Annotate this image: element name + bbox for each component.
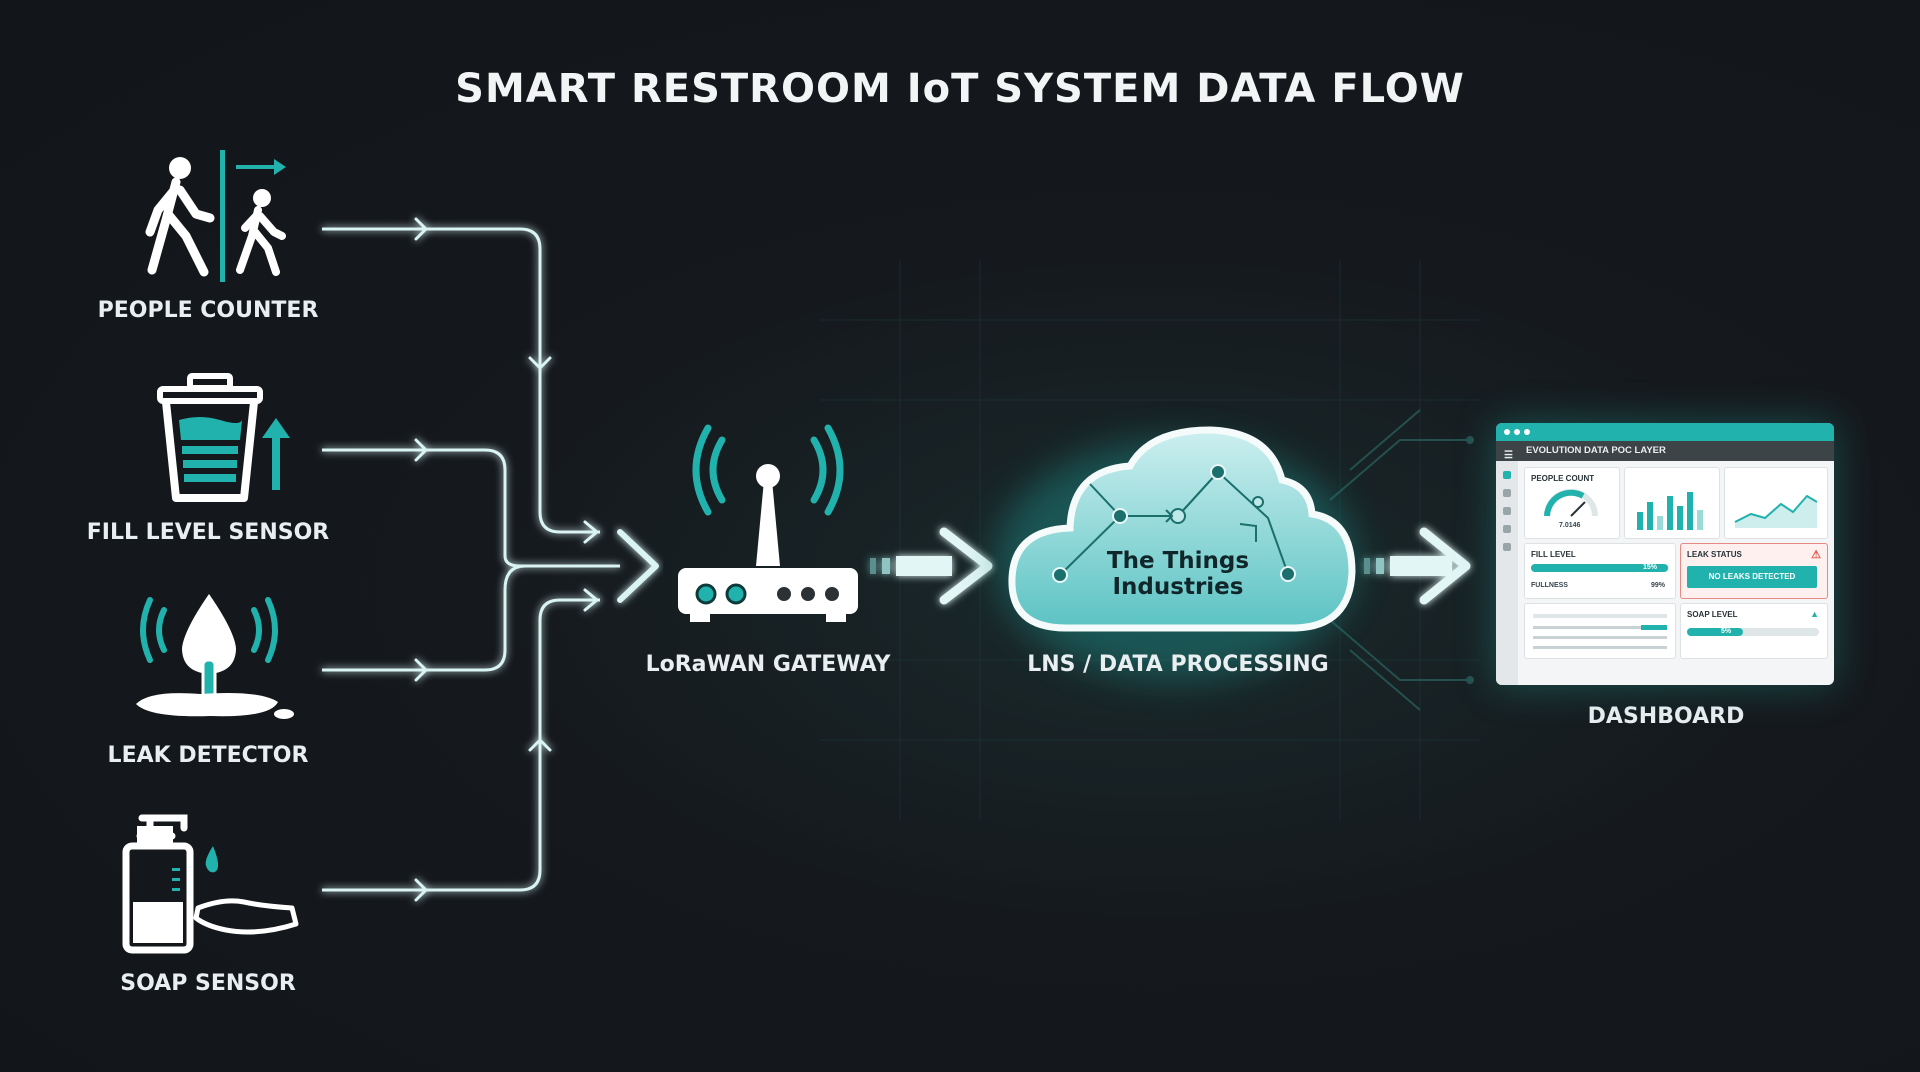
gateway-label: LoRaWAN GATEWAY — [645, 652, 891, 677]
sensor-label-leak-detector: LEAK DETECTOR — [107, 743, 309, 768]
mini-bar-chart — [1637, 492, 1703, 530]
dashboard-window-bar — [1496, 423, 1834, 441]
fullness-label: FULLNESS — [1531, 582, 1568, 589]
cloud-title-line2: Industries — [1112, 574, 1244, 600]
fullness-value: 99% — [1651, 582, 1666, 589]
fill-level-bar-value: 15% — [1643, 564, 1658, 571]
gauge-icon — [1544, 489, 1598, 517]
cloud-to-dashboard-arrow — [1364, 527, 1471, 605]
warning-icon: ⚠ — [1811, 549, 1821, 561]
people-count-value: 7.0146 — [1559, 522, 1581, 529]
leak-status-value: NO LEAKS DETECTED — [1687, 566, 1817, 588]
gateway-to-cloud-arrow — [870, 527, 993, 605]
trash-fill-icon — [157, 373, 290, 502]
flow-line-fill — [322, 448, 620, 568]
window-dot — [1504, 429, 1510, 435]
dashboard-header-title: EVOLUTION DATA POC LAYER — [1526, 445, 1666, 456]
flow-line-leak — [322, 564, 526, 672]
flow-chevrons — [414, 217, 599, 902]
table-row — [1533, 626, 1667, 629]
dashboard-header: ☰ EVOLUTION DATA POC LAYER — [1496, 441, 1834, 461]
leak-status-title: LEAK STATUS — [1687, 550, 1742, 559]
leak-status-card: LEAK STATUS ⚠ NO LEAKS DETECTED — [1680, 543, 1828, 599]
cloud-label: LNS / DATA PROCESSING — [1027, 652, 1329, 677]
flow-line-soap — [322, 598, 600, 892]
merge-arrow — [617, 529, 659, 603]
sidebar-icon — [1503, 471, 1511, 479]
cloud-title: The Things Industries — [1078, 548, 1278, 600]
sidebar-icon — [1503, 507, 1511, 515]
people-count-card: PEOPLE COUNT 7.0146 — [1524, 467, 1620, 539]
circuit-traces — [1329, 409, 1474, 711]
people-counter-icon — [145, 150, 286, 282]
dashboard-label: DASHBOARD — [1587, 704, 1745, 729]
table-highlight — [1641, 625, 1667, 630]
sensor-label-people-counter: PEOPLE COUNTER — [97, 298, 319, 323]
window-dot — [1514, 429, 1520, 435]
soap-level-card: SOAP LEVEL ▲ 5% — [1680, 603, 1828, 659]
soap-level-track — [1687, 628, 1819, 636]
window-dot — [1524, 429, 1530, 435]
flow-line-people — [322, 227, 600, 534]
sidebar-icon — [1503, 489, 1511, 497]
dashboard-sidebar — [1496, 461, 1518, 685]
sidebar-icon — [1503, 525, 1511, 533]
soap-level-value: 5% — [1721, 628, 1732, 635]
bar-chart-card — [1624, 467, 1720, 539]
fill-level-title: FILL LEVEL — [1531, 550, 1576, 559]
sensor-label-soap-sensor: SOAP SENSOR — [120, 971, 296, 996]
sidebar-icon — [1503, 543, 1511, 551]
soap-dispenser-icon — [122, 814, 299, 954]
dashboard-preview: ☰ EVOLUTION DATA POC LAYER PEOPLE COUNT … — [1496, 423, 1834, 685]
people-count-title: PEOPLE COUNT — [1531, 474, 1595, 483]
soap-level-title: SOAP LEVEL — [1687, 610, 1738, 619]
soap-icon: ▲ — [1810, 609, 1819, 619]
mini-line-chart — [1734, 494, 1818, 528]
fill-level-card: FILL LEVEL 15% FULLNESS 99% — [1524, 543, 1676, 599]
sensor-label-fill-level: FILL LEVEL SENSOR — [86, 520, 330, 545]
cloud-title-line1: The Things — [1106, 548, 1250, 574]
sensor-flow-lines — [322, 227, 620, 892]
diagram-title: SMART RESTROOM IoT SYSTEM DATA FLOW — [455, 66, 1465, 112]
table-card — [1524, 603, 1676, 659]
water-drop-leak-icon — [136, 594, 294, 719]
table-row — [1533, 646, 1667, 649]
line-chart-card — [1724, 467, 1828, 539]
soap-level-bar — [1687, 628, 1743, 636]
table-row — [1533, 614, 1667, 618]
cloud-network-icon — [996, 426, 1356, 680]
menu-icon: ☰ — [1504, 450, 1513, 461]
table-row — [1533, 636, 1667, 639]
router-antenna-icon — [678, 424, 858, 622]
fill-level-bar — [1531, 564, 1668, 572]
